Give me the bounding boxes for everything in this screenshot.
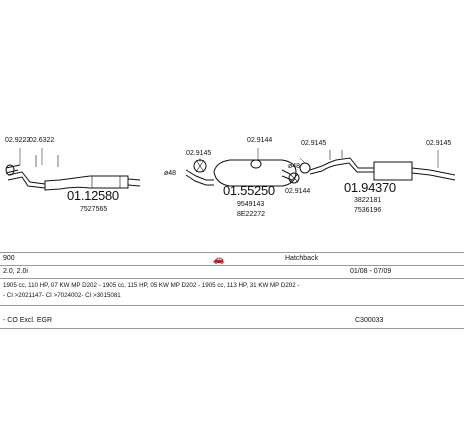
- front-pipe-drawing: [5, 155, 141, 191]
- engine-size: 2.0, 2.0i: [3, 268, 28, 275]
- ref-number-middle-2: 8E22272: [237, 211, 266, 218]
- divider: [0, 265, 464, 266]
- ref-number-rear-1: 3822181: [354, 197, 382, 204]
- part-number-rear-silencer: 01.94370: [344, 180, 396, 195]
- divider: [0, 328, 464, 329]
- hanger-drawing: [288, 172, 300, 184]
- engine-specs: 1905 cc, 110 HP, 07 KW MP D202 - 1905 cc…: [3, 282, 300, 289]
- middle-silencer-drawing: [185, 159, 297, 187]
- part-label-middle-top: 02.9144: [247, 137, 273, 144]
- leader-lines: [19, 148, 439, 168]
- diameter-label-a: ø48: [164, 170, 177, 177]
- body-type: Hatchback: [285, 255, 319, 262]
- part-label-rear-clamp: 02.9145: [301, 140, 327, 147]
- engine-codes: - CI >2021147- CI >7024002- CI >3015081: [3, 292, 121, 299]
- diameter-label-b: ø48: [288, 163, 301, 170]
- ref-number-middle-1: 9549143: [237, 201, 265, 208]
- part-label-front-clamp-a: 02.9222: [5, 137, 31, 144]
- part-number-middle-silencer: 01.55250: [223, 183, 275, 198]
- ref-number-front-pipe: 7527565: [80, 206, 108, 213]
- kit-code: C300033: [355, 317, 384, 324]
- part-label-clamp: 02.9145: [186, 150, 212, 157]
- description: - CO Excl. EGR: [3, 317, 53, 324]
- divider: [0, 252, 464, 253]
- part-label-tail: 02.9145: [426, 140, 452, 147]
- part-label-front-clamp-b: 02.6322: [29, 137, 55, 144]
- car-icon: 🚗: [213, 254, 225, 264]
- divider: [0, 278, 464, 279]
- part-label-rear-hanger: 02.9144: [285, 188, 311, 195]
- divider: [0, 305, 464, 306]
- vehicle-model: 900: [3, 255, 15, 262]
- ref-number-rear-2: 7536196: [354, 207, 382, 214]
- rear-silencer-drawing: [299, 150, 456, 181]
- production-dates: 01/08 - 07/09: [350, 268, 392, 275]
- part-number-front-pipe: 01.12580: [67, 188, 119, 203]
